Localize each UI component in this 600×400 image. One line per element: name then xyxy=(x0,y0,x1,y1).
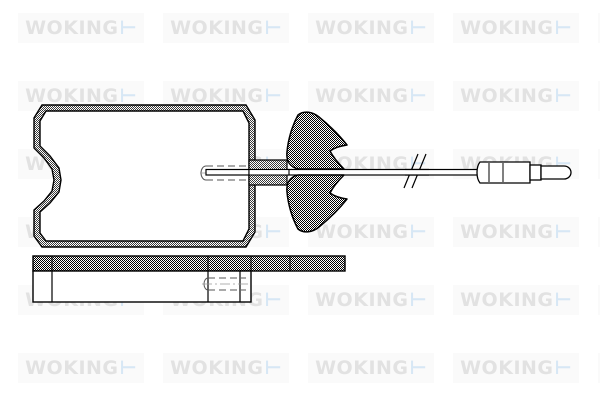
sensor-wire xyxy=(205,168,481,176)
friction-material-layer xyxy=(32,255,346,272)
wire-break-symbol xyxy=(403,153,429,189)
backing-plate xyxy=(32,270,252,303)
sensor-connector xyxy=(476,161,572,184)
brake-pad-plate xyxy=(33,104,256,248)
plan-view xyxy=(33,104,572,248)
side-profile-view xyxy=(32,255,346,303)
